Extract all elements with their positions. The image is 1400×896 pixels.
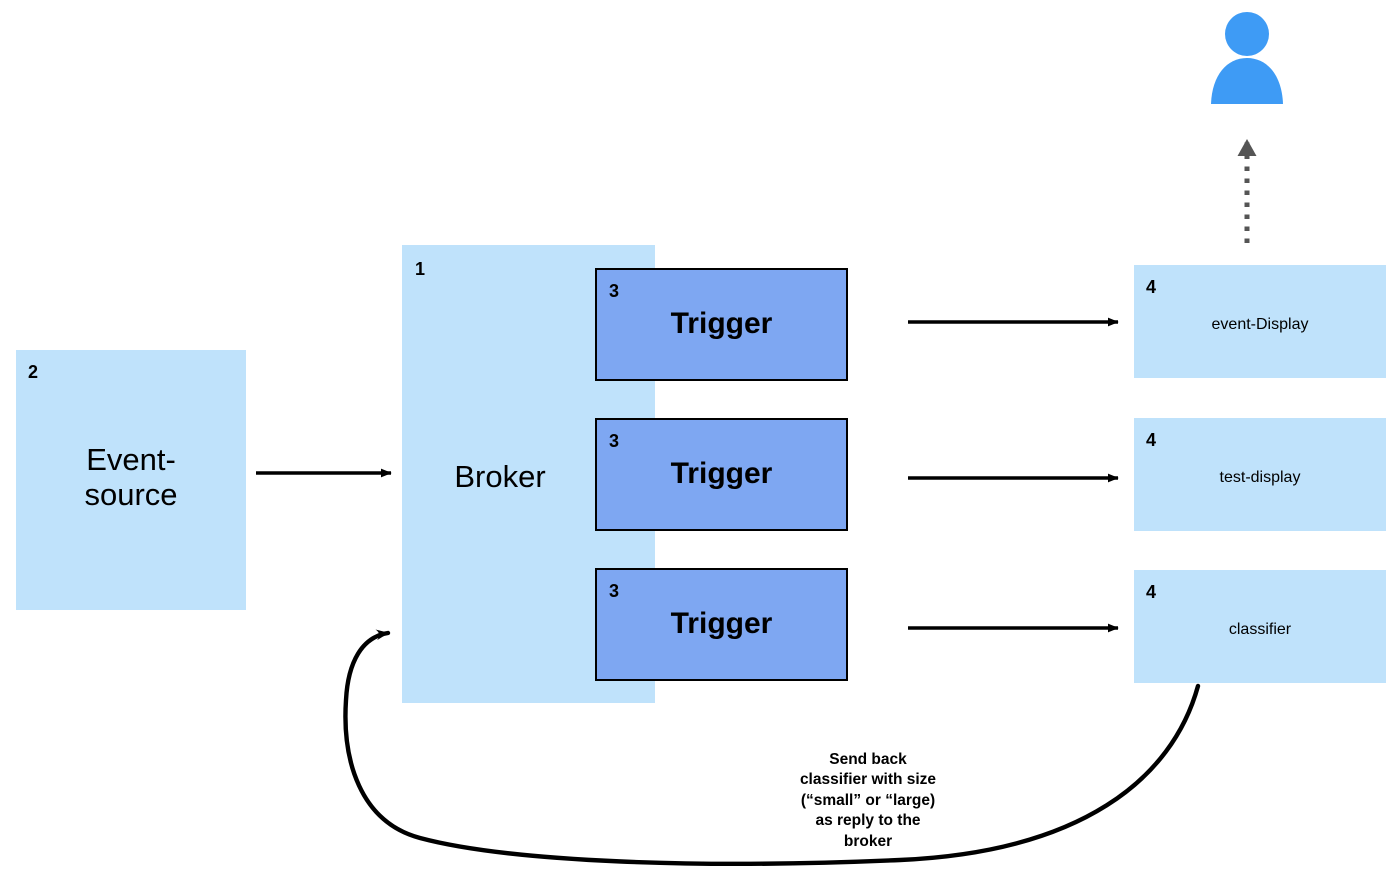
node-label-sink-3: classifier [1228,621,1292,638]
node-trigger-3[interactable]: 3 Trigger [595,568,848,681]
node-trigger-1[interactable]: 3 Trigger [595,268,848,381]
node-label-event-source-line2: source [84,477,178,512]
node-number-trigger-2: 3 [609,431,620,451]
user-icon [1211,12,1283,104]
node-number-trigger-3: 3 [609,581,620,601]
node-number-sink-2: 4 [1146,430,1157,450]
node-sink-test-display[interactable]: 4 test-display [1134,418,1386,531]
node-label-event-source-line1: Event- [86,442,176,477]
node-number-sink-1: 4 [1146,277,1157,297]
node-label-trigger-1: Trigger [670,307,773,340]
node-sink-event-display[interactable]: 4 event-Display [1134,265,1386,378]
node-number-sink-3: 4 [1146,582,1157,602]
node-label-trigger-2: Trigger [670,457,773,490]
node-label-trigger-3: Trigger [670,607,773,640]
node-label-sink-1: event-Display [1211,316,1309,333]
node-number-trigger-1: 3 [609,281,620,301]
return-note-label: Send back classifier with size (“small” … [799,751,937,850]
node-trigger-2[interactable]: 3 Trigger [595,418,848,531]
node-sink-classifier[interactable]: 4 classifier [1134,570,1386,683]
node-number-event-source: 2 [28,362,39,382]
node-label-sink-2: test-display [1219,469,1301,486]
node-event-source[interactable]: 2 Event- source [16,350,246,610]
node-label-broker: Broker [454,459,546,494]
node-number-broker: 1 [415,259,426,279]
